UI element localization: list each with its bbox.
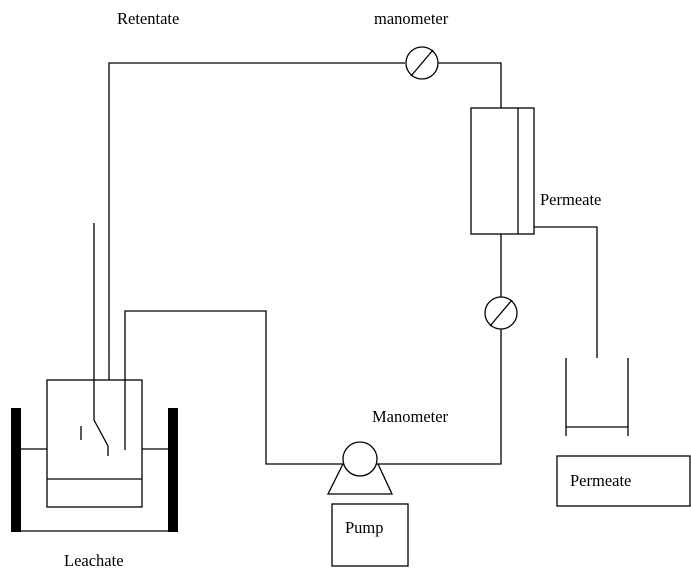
pump-icon (326, 441, 394, 495)
lower-manometer-icon (484, 296, 518, 330)
pump-label: Pump (345, 518, 384, 537)
pump-box (331, 503, 409, 567)
collector-beaker (565, 358, 629, 436)
manometer-bottom-label: Manometer (372, 407, 449, 426)
permeate-outlet-line (534, 226, 598, 358)
suction-line (124, 310, 343, 465)
retentate-line (108, 62, 502, 358)
stirrer-icon (80, 223, 126, 456)
manometer-top-label: manometer (374, 9, 449, 28)
permeate-tank-label: Permeate (570, 471, 631, 490)
leachate-label: Leachate (64, 551, 124, 570)
permeate-tank-box (556, 455, 691, 507)
upper-manometer-icon (405, 46, 439, 80)
membrane-module (470, 107, 535, 235)
permeate-outlet-label: Permeate (540, 190, 601, 209)
retentate-label: Retentate (117, 9, 179, 28)
feed-line-upper (378, 234, 502, 465)
